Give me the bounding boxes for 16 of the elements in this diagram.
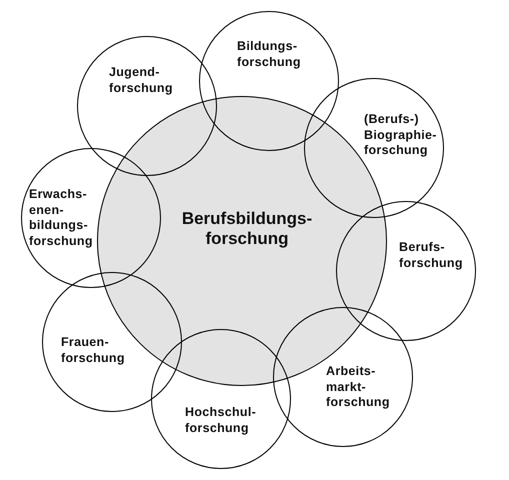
topic-label: Bildungs- forschung [237,39,301,70]
topic-circle [77,36,217,176]
topic-circle [336,201,476,341]
topic-label: (Berufs-) Biographie- forschung [364,112,437,158]
topic-circle [199,11,339,151]
topic-circle [151,329,291,469]
topic-label: Jugend- forschung [109,65,173,96]
topic-label: Frauen- forschung [61,335,125,366]
topic-circle [273,307,413,447]
topic-label: Berufs- forschung [399,240,463,271]
central-topic-label: Berufsbildungs- forschung [182,209,312,249]
topic-circle [21,148,161,288]
topic-label: Hochschul- forschung [185,405,256,436]
topic-circle [42,272,182,412]
topic-label: Arbeits- markt- forschung [326,364,390,410]
topic-label: Erwachs- enen- bildungs- forschung [29,187,93,249]
